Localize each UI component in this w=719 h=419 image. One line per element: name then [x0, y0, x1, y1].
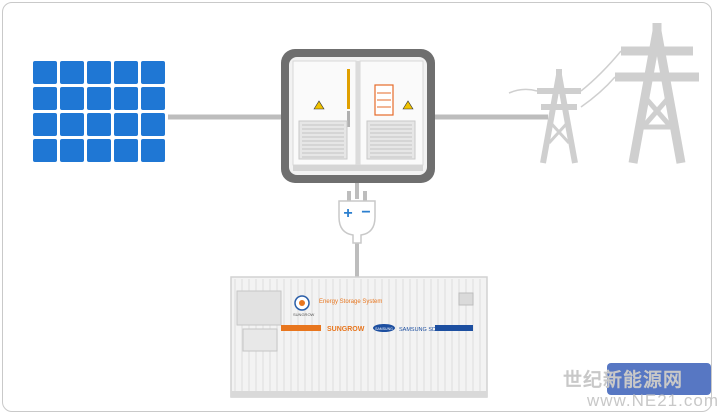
plug-minus-label: − [361, 204, 370, 221]
solar-cell [33, 139, 57, 162]
diagram-frame: + − SUNGROW Energy Storage System [2, 2, 718, 413]
solar-panel-icon [33, 61, 165, 162]
solar-cell [114, 87, 138, 110]
solar-cell [114, 61, 138, 84]
watermark-badge [607, 363, 711, 395]
storage-container-icon: SUNGROW Energy Storage System SUNGROW SA… [230, 276, 488, 398]
solar-cell [60, 113, 84, 136]
system-diagram: + − SUNGROW Energy Storage System [33, 23, 699, 398]
container-logo-text: SUNGROW [293, 312, 315, 317]
brand-samsung-sdi: SAMSUNG SDI [399, 327, 438, 333]
solar-cell [60, 61, 84, 84]
solar-cell [114, 139, 138, 162]
ess-title: Energy Storage System [319, 299, 382, 305]
brand-samsung: SAMSUNG [375, 327, 393, 331]
large-tower-icon [615, 23, 699, 164]
watermark-cn-text: 世纪新能源网 [563, 369, 684, 391]
solar-cell [33, 61, 57, 84]
watermark: 世纪新能源网 www.NE21.com [563, 363, 718, 413]
solar-cell [60, 139, 84, 162]
plug-plus-label: + [343, 205, 352, 222]
solar-cell [114, 113, 138, 136]
power-wires [508, 50, 622, 108]
inverter-icon [281, 49, 435, 183]
solar-cell [60, 87, 84, 110]
solar-cell [141, 113, 165, 136]
solar-cell [87, 61, 111, 84]
solar-cell [33, 113, 57, 136]
solar-cell [33, 87, 57, 110]
solar-cell [141, 61, 165, 84]
solar-cell [87, 113, 111, 136]
solar-cell [87, 139, 111, 162]
watermark-url: www.NE21.com [587, 391, 719, 410]
small-tower-icon [537, 69, 581, 164]
solar-cell [87, 87, 111, 110]
brand-sungrow: SUNGROW [327, 326, 365, 333]
solar-cell [141, 139, 165, 162]
plug-icon: + − [338, 191, 376, 244]
solar-cell [141, 87, 165, 110]
